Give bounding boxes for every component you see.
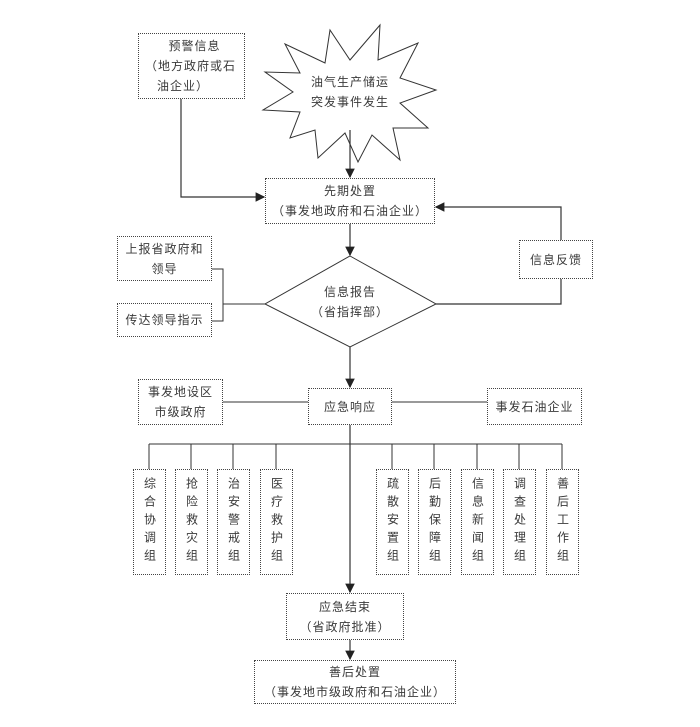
warning-line2: （地方政府或石 xyxy=(145,59,237,73)
group-box: 综合协调组 xyxy=(133,469,166,575)
group-label: 疏散安置组 xyxy=(385,477,400,567)
group-label: 调查处理组 xyxy=(512,477,527,567)
group-box: 医疗救护组 xyxy=(260,469,293,575)
group-box: 善后工作组 xyxy=(546,469,579,575)
company-box: 事发石油企业 xyxy=(487,388,582,425)
event-starburst xyxy=(261,23,438,164)
aftermath-line2: （事发地市级政府和石油企业） xyxy=(263,685,446,699)
group-box: 后勤保障组 xyxy=(418,469,451,575)
group-box: 疏散安置组 xyxy=(376,469,409,575)
info-report-label: 信息报告 （省指挥部） xyxy=(300,282,400,322)
arrow-warning-initial xyxy=(180,99,266,202)
warning-info-box: 预警信息 （地方政府或石 油企业） xyxy=(138,33,245,99)
group-label: 治安警戒组 xyxy=(226,477,241,567)
group-box: 信息新闻组 xyxy=(461,469,494,575)
info-report-line2: （省指挥部） xyxy=(310,305,389,319)
emergency-end-box: 应急结束 （省政府批准） xyxy=(286,593,404,640)
group-box: 抢险救灾组 xyxy=(175,469,208,575)
initial-response-box: 先期处置 （事发地政府和石油企业） xyxy=(265,178,435,224)
event-line2: 突发事件发生 xyxy=(310,95,389,109)
group-label: 综合协调组 xyxy=(142,477,157,567)
event-label: 油气生产储运 突发事件发生 xyxy=(300,72,400,112)
local-gov-box: 事发地设区 市级政府 xyxy=(138,379,223,425)
group-label: 信息新闻组 xyxy=(470,477,485,567)
feedback-box: 信息反馈 xyxy=(519,240,593,279)
group-box: 调查处理组 xyxy=(503,469,536,575)
initial-line2: （事发地政府和石油企业） xyxy=(271,204,428,218)
feedback-line1: 信息反馈 xyxy=(529,252,582,267)
local-gov-line1: 事发地设区 xyxy=(147,385,213,399)
warning-line1: 预警信息 xyxy=(168,39,221,53)
relay-line1: 传达领导指示 xyxy=(125,313,204,327)
event-line1: 油气生产储运 xyxy=(310,75,389,89)
group-label: 善后工作组 xyxy=(555,477,570,567)
relay-instructions-box: 传达领导指示 xyxy=(117,303,212,337)
group-box: 治安警戒组 xyxy=(217,469,250,575)
info-report-line1: 信息报告 xyxy=(323,285,376,299)
group-label: 抢险救灾组 xyxy=(184,477,199,567)
group-label: 后勤保障组 xyxy=(427,477,442,567)
end-line1: 应急结束 xyxy=(318,599,371,614)
aftermath-line1: 善后处置 xyxy=(328,665,381,679)
warning-line3: 油企业） xyxy=(157,79,210,93)
company-line1: 事发石油企业 xyxy=(495,399,574,414)
initial-line1: 先期处置 xyxy=(323,184,376,198)
local-gov-line2: 市级政府 xyxy=(154,405,207,419)
aftermath-box: 善后处置 （事发地市级政府和石油企业） xyxy=(254,660,456,704)
report-up-box: 上报省政府和 领导 xyxy=(117,236,212,281)
group-drops xyxy=(148,444,563,469)
end-line2: （省政府批准） xyxy=(299,619,391,634)
report-up-line2: 领导 xyxy=(151,261,178,276)
emergency-response-box: 应急响应 xyxy=(308,388,392,425)
bracket-left xyxy=(212,268,224,322)
report-up-line1: 上报省政府和 xyxy=(125,241,204,256)
group-label: 医疗救护组 xyxy=(269,477,284,567)
response-line1: 应急响应 xyxy=(323,399,376,414)
